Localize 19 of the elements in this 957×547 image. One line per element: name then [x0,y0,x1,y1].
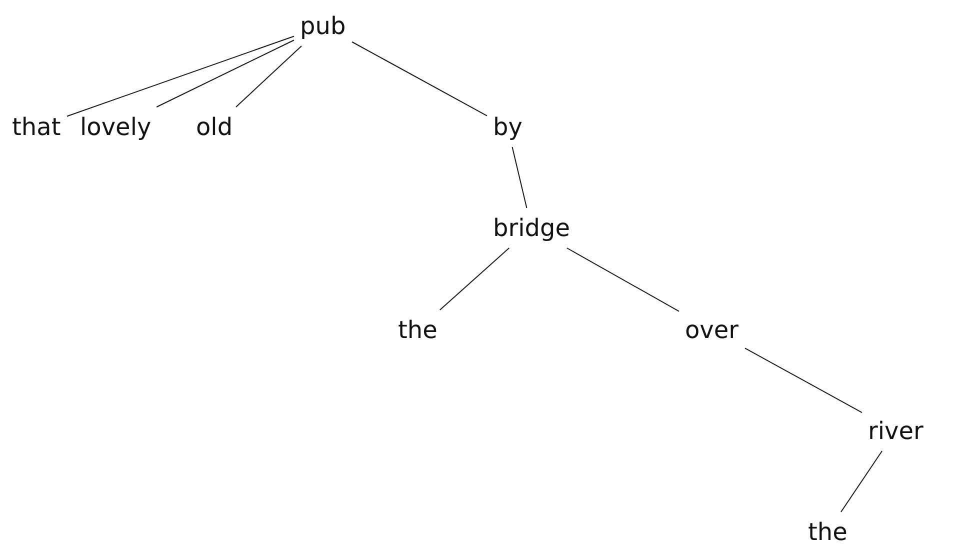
word-label: the [398,316,438,344]
tree-branch [840,450,883,512]
tree-branch [439,248,510,310]
tree-branch [156,40,294,108]
word-label: that [12,113,61,141]
tree-branch [566,248,680,312]
tree-branch [352,41,488,116]
word-label: lovely [80,113,152,141]
word-label: bridge [493,214,570,242]
tree-branch [66,36,294,117]
word-label: old [196,113,233,141]
word-label: the [808,518,848,546]
word-label: over [685,316,739,344]
word-label: river [868,417,924,445]
word-label: by [493,113,522,141]
tree-branch [235,46,302,108]
tree-branch [744,348,862,414]
tree-branch [512,146,528,208]
word-label: pub [300,12,346,40]
